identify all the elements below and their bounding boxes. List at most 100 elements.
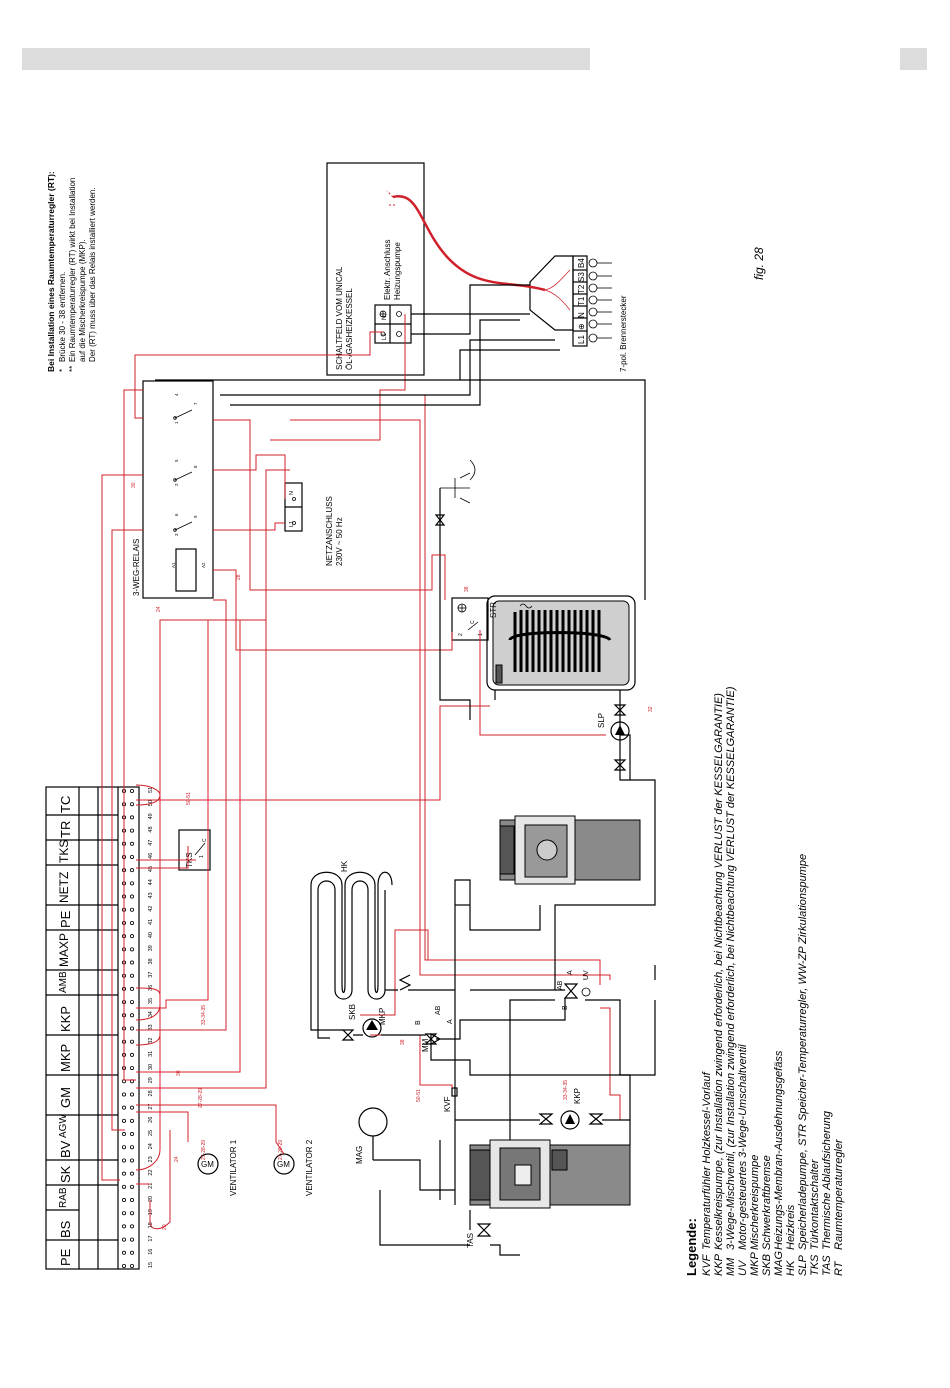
strip-hole xyxy=(129,854,134,859)
connector-label: 7-pol. Brennerstecker xyxy=(619,295,628,372)
strip-number-48: 48 xyxy=(148,826,154,832)
connector-pin-6: S3 xyxy=(577,272,586,282)
strip-number-45: 45 xyxy=(148,866,154,872)
strip-number-46: 46 xyxy=(148,853,154,859)
strip-hole xyxy=(129,1013,134,1018)
burner-boiler xyxy=(499,815,641,885)
strip-hole xyxy=(122,1224,127,1229)
strip-hole xyxy=(129,841,134,846)
strip-group-pe: PE xyxy=(58,1248,73,1266)
relay-pin-7: 7 xyxy=(193,402,198,405)
strip-hole xyxy=(129,1224,134,1229)
strip-hole xyxy=(129,1105,134,1110)
tks-pin-c: C xyxy=(202,838,208,842)
strip-number-44: 44 xyxy=(148,879,154,885)
legend-code: HK xyxy=(785,1260,797,1276)
strip-hole xyxy=(129,1052,134,1057)
strip-number-22: 22 xyxy=(148,1170,154,1176)
wire-label-27c: 27-28-29 xyxy=(278,1140,284,1160)
legend-text: Mischerkreispumpe xyxy=(749,1155,761,1250)
strip-group-tks: TKS xyxy=(57,840,71,863)
strip-number-30: 30 xyxy=(148,1064,154,1070)
wire-label-24b: 24 xyxy=(156,606,162,612)
legend-text: Heizkreis xyxy=(785,1204,797,1250)
strip-number-49: 49 xyxy=(148,813,154,819)
strip-number-40: 40 xyxy=(148,932,154,938)
strip-hole xyxy=(129,1158,134,1163)
strip-number-20: 20 xyxy=(148,1196,154,1202)
str-t1: 1 xyxy=(478,633,484,636)
strip-hole xyxy=(129,907,134,912)
mag-vessel xyxy=(358,1107,388,1160)
strip-number-26: 26 xyxy=(148,1117,154,1123)
header-bar-left xyxy=(22,48,590,70)
legend-code: MAG xyxy=(773,1251,785,1277)
strip-number-39: 39 xyxy=(148,945,154,951)
strip-number-42: 42 xyxy=(148,906,154,912)
strip-hole xyxy=(129,1211,134,1216)
strip-group-bv: BV xyxy=(58,1140,73,1158)
strip-number-34: 34 xyxy=(148,1011,154,1017)
wire-label-mkp: 38 xyxy=(400,1039,406,1045)
mm-a: A xyxy=(447,1019,454,1024)
mains-label-2: 230V ~ 50 Hz xyxy=(335,517,344,566)
relay-box xyxy=(142,380,214,599)
slp-label: SLP xyxy=(597,713,606,728)
connector-pin-4: T1 xyxy=(577,296,586,306)
connector-pin-3: N xyxy=(577,312,586,318)
strip-group-sk: SK xyxy=(58,1165,73,1183)
strip-hole xyxy=(129,802,134,807)
strip-hole xyxy=(129,947,134,952)
mag-label: MAG xyxy=(355,1146,364,1164)
shower-head xyxy=(434,459,476,600)
legend-code: SLP xyxy=(797,1255,809,1276)
strip-number-41: 41 xyxy=(148,919,154,925)
strip-group-pe-2: PE xyxy=(58,910,73,928)
strip-number-15: 15 xyxy=(148,1262,154,1268)
mm-ab: AB xyxy=(435,1005,442,1015)
strip-hole xyxy=(129,1250,134,1255)
mains-terminals xyxy=(284,482,303,532)
strip-group-gm: GM xyxy=(58,1087,73,1108)
tks-switch xyxy=(178,829,211,871)
wire-label-30a: 30 xyxy=(176,1070,182,1076)
wire-label-28: 28 xyxy=(236,574,242,580)
ventilator-2: GM xyxy=(273,1153,295,1175)
storage-tank xyxy=(486,595,636,691)
mm-b: B xyxy=(415,1020,422,1025)
notes-title: Bei Installation eines Raumtemperaturreg… xyxy=(46,171,56,372)
strip-hole xyxy=(122,1145,127,1150)
figure-label: fig. 28 xyxy=(752,247,766,280)
strip-group-maxp: MAXP xyxy=(57,933,71,967)
strip-number-31: 31 xyxy=(148,1051,154,1057)
wire-labels: 24 24 20 27-28-29 27-28-29 27-28-29 30 3… xyxy=(131,482,654,1230)
strip-hole xyxy=(122,1184,127,1189)
strip-hole xyxy=(122,1264,127,1269)
tas-label: TAS xyxy=(466,1233,475,1248)
strip-number-36: 36 xyxy=(148,985,154,991)
strip-number-23: 23 xyxy=(148,1156,154,1162)
hydraulic-piping xyxy=(155,284,656,1256)
kkp-pump xyxy=(538,1110,604,1130)
legend-code: TAS xyxy=(821,1255,833,1276)
boiler-panel-terminals xyxy=(374,304,412,344)
strip-hole xyxy=(129,1118,134,1123)
strip-group-bs: BS xyxy=(58,1220,73,1238)
strip-hole xyxy=(129,1198,134,1203)
strip-hole xyxy=(129,973,134,978)
uv-valve xyxy=(563,983,591,999)
legend-text: Raumtemperaturregler xyxy=(833,1138,845,1250)
strip-hole xyxy=(122,1118,127,1123)
str-label: STR xyxy=(489,602,498,618)
strip-hole xyxy=(129,1132,134,1137)
strip-hole xyxy=(129,934,134,939)
relay-pin-a1: A1 xyxy=(171,562,176,568)
strip-number-27: 27 xyxy=(148,1104,154,1110)
strip-group-kkp: KKP xyxy=(58,1006,73,1032)
legend-code: TKS xyxy=(809,1254,821,1276)
kkp-label: KKP xyxy=(573,1088,582,1104)
mkp-label: MKP xyxy=(378,1008,387,1025)
strip-hole xyxy=(122,1250,127,1255)
skb-label: SKB xyxy=(348,1004,357,1020)
ventilator-2-label: VENTILATOR 2 xyxy=(305,1139,314,1196)
